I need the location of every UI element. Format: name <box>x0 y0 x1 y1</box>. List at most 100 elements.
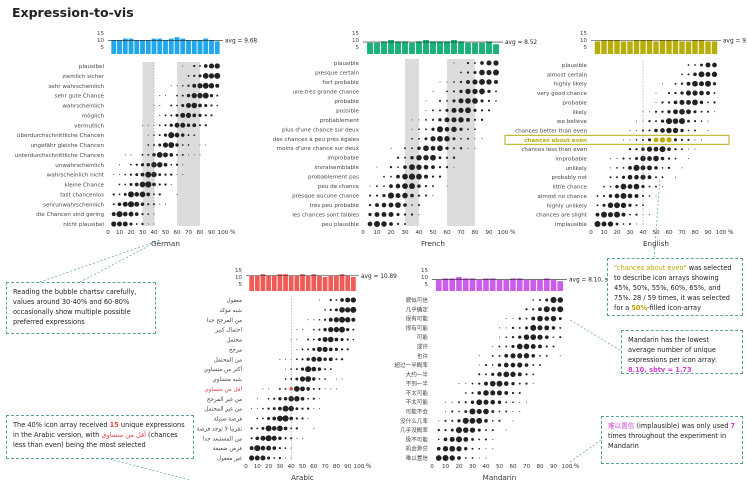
expression-dot <box>141 213 144 216</box>
expression-dot <box>445 108 449 112</box>
expression-dot <box>621 175 626 179</box>
expression-dot <box>526 401 527 403</box>
expression-dot <box>655 185 657 188</box>
expression-dot <box>693 120 697 123</box>
expression-dot <box>329 308 332 312</box>
expression-dot <box>289 416 294 421</box>
expression-dot <box>543 306 550 313</box>
expression-dot <box>705 80 711 87</box>
expression-dot <box>350 297 356 303</box>
count-bar <box>705 41 711 54</box>
expression-dot <box>511 336 515 339</box>
expression-dot <box>416 154 422 161</box>
expression-dot <box>164 173 167 176</box>
expression-dot <box>628 203 632 207</box>
expression-dot <box>318 398 320 400</box>
expression-dot <box>402 183 408 189</box>
expression-dot <box>185 112 192 118</box>
expression-dot <box>295 368 298 371</box>
expression-dot <box>524 326 529 330</box>
expression-dot <box>446 81 448 83</box>
expression-dot <box>465 383 467 385</box>
expression-dot <box>474 138 476 140</box>
x-axis-tick: 100 <box>218 230 229 236</box>
expression-label: highly unlikely <box>547 203 588 209</box>
expression-dot <box>706 91 710 96</box>
expression-dot <box>389 184 393 189</box>
expression-dot <box>328 326 334 333</box>
expression-dot <box>418 128 420 131</box>
expression-dot <box>176 85 178 87</box>
expression-dot <box>129 173 133 176</box>
expression-label: die Chancen sind gering <box>36 212 104 218</box>
count-bar <box>483 278 489 291</box>
expression-dot <box>432 185 434 188</box>
expression-dot <box>174 122 180 128</box>
expression-dot <box>373 220 381 228</box>
expression-dot <box>559 355 561 357</box>
expression-dot <box>316 356 323 362</box>
expression-dot <box>518 317 521 320</box>
expression-dot <box>411 119 413 121</box>
expression-dot <box>687 138 690 141</box>
count-bar <box>646 40 653 54</box>
expression-dot <box>210 104 213 107</box>
expression-dot <box>449 445 456 452</box>
x-axis-tick: 30 <box>626 230 634 236</box>
expression-dot <box>479 88 485 95</box>
count-bar <box>493 44 499 54</box>
expression-dot <box>182 164 184 166</box>
expression-dot <box>614 211 620 218</box>
x-axis-unit: % <box>230 230 236 236</box>
expression-dot <box>484 438 488 441</box>
expression-dot <box>437 135 443 142</box>
expression-dot <box>460 71 462 74</box>
expression-dot <box>444 117 450 123</box>
expression-dot <box>390 175 392 178</box>
x-axis-tick: 30 <box>276 464 284 470</box>
expression-dot <box>667 147 671 152</box>
expression-dot <box>453 62 455 64</box>
expression-dot <box>458 98 464 104</box>
expression-dot <box>493 69 499 76</box>
expression-dot <box>511 391 515 395</box>
x-axis-tick: 60 <box>173 230 181 236</box>
expression-dot <box>660 119 665 123</box>
expression-dot <box>464 410 468 413</box>
expression-dot <box>307 348 310 351</box>
expression-dot <box>498 410 501 413</box>
expression-dot <box>272 446 277 450</box>
expression-dot <box>699 81 704 87</box>
average-label: avg = 8.10, sbtv = 1.73 <box>569 278 639 284</box>
shaded-region <box>447 59 475 226</box>
count-bar <box>640 40 646 54</box>
expression-dot <box>256 398 258 400</box>
expression-dot <box>620 192 627 199</box>
expression-dot <box>444 428 447 432</box>
expression-dot <box>480 109 484 112</box>
expression-dot <box>350 306 357 313</box>
expression-dot <box>478 373 481 376</box>
expression-dot <box>627 174 633 180</box>
expression-dot <box>483 390 489 396</box>
expression-label: 几乎确定 <box>406 305 429 313</box>
bar-axis-tick: 15 <box>97 31 104 37</box>
expression-label: 很有可能 <box>406 315 429 323</box>
expression-dot <box>411 137 413 140</box>
expression-dot <box>187 144 190 146</box>
expression-dot <box>345 317 351 323</box>
x-axis-tick: 60 <box>443 230 451 236</box>
expression-dot <box>418 214 420 216</box>
expression-dot <box>278 456 282 460</box>
expression-dot <box>340 348 344 351</box>
expression-dot <box>260 455 266 461</box>
expression-dot <box>368 212 372 217</box>
expression-dot <box>647 138 652 142</box>
expression-dot <box>471 447 474 450</box>
expression-dot <box>455 427 463 434</box>
count-bar <box>456 277 462 291</box>
expression-dot <box>152 153 156 157</box>
expression-dot <box>316 346 322 352</box>
expression-dot <box>122 211 128 217</box>
expression-dot <box>628 165 632 170</box>
